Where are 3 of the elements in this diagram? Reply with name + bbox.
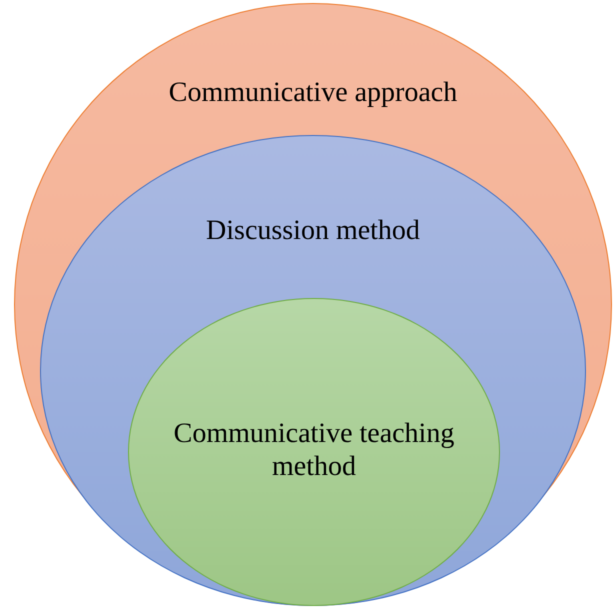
ellipse-label: Discussion method [205, 214, 421, 247]
ellipse-label: Communicative teaching method [172, 417, 456, 483]
ellipse-label: Communicative approach [168, 76, 458, 109]
